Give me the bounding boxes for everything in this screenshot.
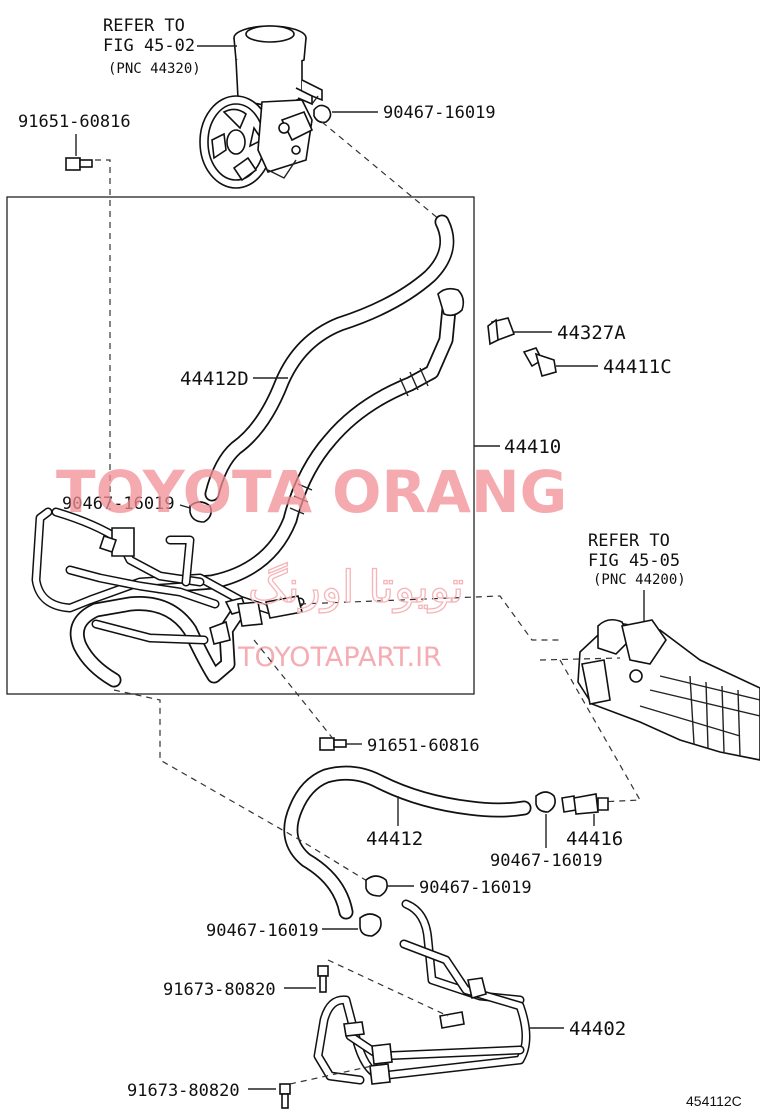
label-tube-44402: 44402 xyxy=(569,1018,626,1040)
clamp-left-part xyxy=(359,913,382,937)
watermark-url: TOYOTAPART.IR xyxy=(237,642,442,673)
steering-gear xyxy=(577,618,760,761)
power-steering-pump xyxy=(199,25,323,189)
label-union-44416: 44416 xyxy=(566,828,623,850)
bolt-lower1-part xyxy=(317,965,329,993)
label-assy-44410: 44410 xyxy=(504,436,561,458)
label-union-44411c: 44411C xyxy=(603,356,672,378)
refer-pump-line1: REFER TO xyxy=(103,16,185,36)
refer-pump-line3: (PNC 44320) xyxy=(108,61,201,77)
label-hose-44412d: 44412D xyxy=(180,368,249,390)
bolt-lower2-part xyxy=(279,1083,291,1109)
clamp-right-part xyxy=(365,875,388,897)
watermark-brand: TOYOTA ORANG xyxy=(56,458,567,526)
label-bolt-lower2: 91673-80820 xyxy=(127,1081,240,1101)
clip-44327a-part xyxy=(487,317,516,346)
figure-code: 454112C xyxy=(686,1093,742,1109)
bolt-top-part xyxy=(65,157,93,171)
label-bolt-lower1: 91673-80820 xyxy=(163,980,276,1000)
label-bolt-mid: 91651-60816 xyxy=(367,736,480,756)
label-bolt-top: 91651-60816 xyxy=(18,112,131,132)
label-clamp-pump: 90467-16019 xyxy=(383,103,496,123)
union-44411c-part xyxy=(522,347,557,377)
clamp-44416-part xyxy=(535,791,556,813)
refer-pump-line2: FIG 45-02 xyxy=(103,36,195,56)
label-clip-44327a: 44327A xyxy=(557,322,626,344)
union-44416-part xyxy=(561,793,609,815)
bolt-mid-part xyxy=(319,737,347,751)
clamp-pump-part xyxy=(311,95,332,124)
refer-gear-line3: (PNC 44200) xyxy=(593,572,686,588)
clamp-inner-part xyxy=(189,501,212,523)
watermark-persian: تويوتا اورنگ xyxy=(248,562,464,613)
label-hose-44412: 44412 xyxy=(366,828,423,850)
label-clamp-left: 90467-16019 xyxy=(206,921,319,941)
label-clamp-44416: 90467-16019 xyxy=(490,851,603,871)
refer-gear-line1: REFER TO xyxy=(588,531,670,551)
refer-gear-line2: FIG 45-05 xyxy=(588,551,680,571)
label-clamp-inner: 90467-16019 xyxy=(62,494,175,514)
label-clamp-right: 90467-16019 xyxy=(419,878,532,898)
